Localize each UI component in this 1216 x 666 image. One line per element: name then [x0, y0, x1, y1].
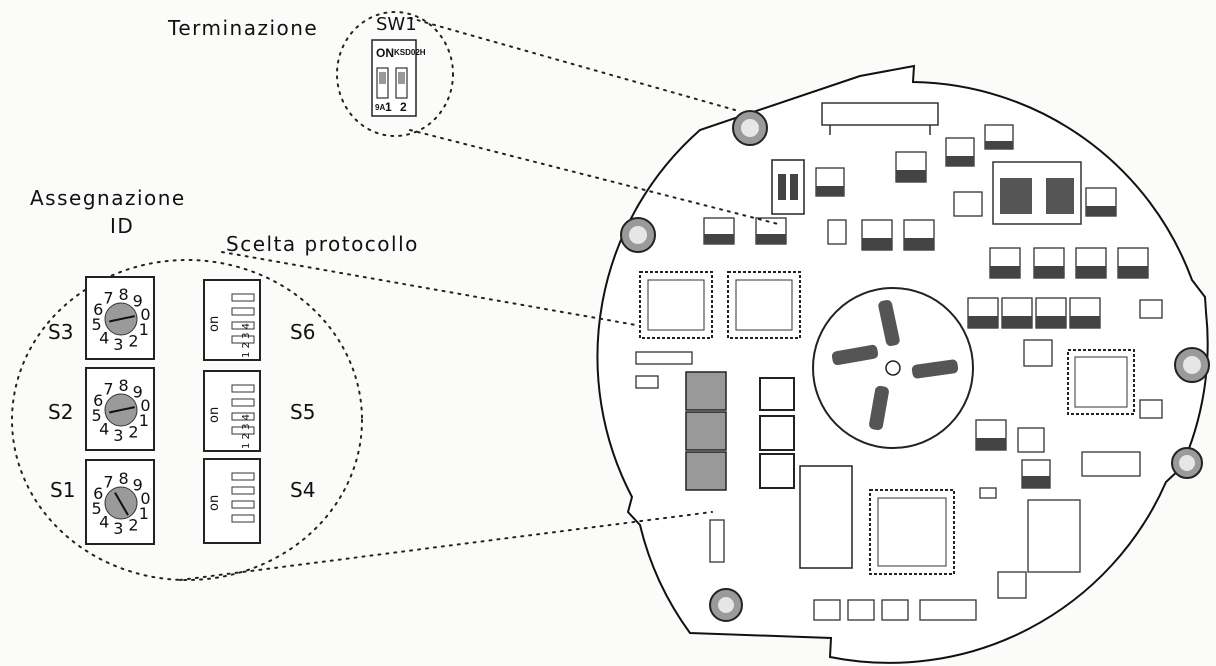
rotary-digit: 8	[119, 285, 129, 304]
rotary-digit: 6	[93, 484, 103, 503]
dip-lever-slot	[231, 335, 255, 344]
rotary-pointer	[109, 315, 135, 323]
rotary-digit: 9	[133, 475, 143, 494]
callout-lines	[11, 11, 783, 581]
qfp-chips	[639, 271, 1135, 575]
rotary-digit: 8	[119, 376, 129, 395]
rotary-digit: 1	[139, 320, 149, 339]
termination-label: Terminazione	[168, 16, 319, 40]
qfp-centers	[647, 279, 1128, 567]
rotary-pointer	[109, 406, 135, 414]
board-sw1	[771, 159, 805, 215]
rotary-name-s1: S1	[50, 478, 76, 502]
rotary-digit: 2	[128, 332, 138, 351]
rotary-digit: 5	[91, 315, 101, 334]
rotary-digit: 2	[128, 423, 138, 442]
top-connector	[821, 102, 939, 135]
id-assign-label-2: ID	[110, 214, 135, 238]
rotary-digit: 7	[103, 379, 113, 398]
rotary-digit: 6	[93, 391, 103, 410]
rotary-digit: 7	[103, 472, 113, 491]
mounting-hole-p7	[1171, 447, 1203, 479]
dip-on-text: on	[207, 495, 222, 511]
rotary-name-s3: S3	[48, 320, 74, 344]
rotary-digit: 3	[113, 335, 123, 354]
rotary-digit: 8	[119, 469, 129, 488]
transformer	[812, 287, 974, 449]
rotary-digit: 5	[91, 499, 101, 518]
capacitor-pads	[704, 141, 1148, 488]
rotary-digit: 9	[133, 291, 143, 310]
sw1-pos1-text: 1	[385, 100, 392, 114]
sw1-zoom	[371, 39, 417, 117]
ic-u1	[799, 465, 853, 569]
dip-on-text: on	[207, 316, 222, 332]
rotary-digit: 3	[113, 426, 123, 445]
protocol-name-s5: S5	[290, 400, 316, 424]
rotary-digit: 2	[128, 516, 138, 535]
dip-lever-slot	[231, 514, 255, 523]
rotary-digit: 4	[99, 513, 109, 532]
sw1-pos2-text: 2	[400, 100, 407, 114]
sw1-code-text: 9A	[375, 103, 386, 112]
dip-lever-slot	[231, 307, 255, 316]
dip-position-numbers: 1 2 3 4	[241, 323, 252, 358]
rotary-digit: 6	[93, 300, 103, 319]
rotary-digit: 1	[139, 504, 149, 523]
dip-on-text: on	[207, 407, 222, 423]
rotary-digit: 0	[140, 396, 150, 415]
protocol-name-s6: S6	[290, 320, 316, 344]
protocol-levers: on 1 2 3 4 on 1 2 3 4 on	[207, 293, 255, 523]
rotary-digit: 7	[103, 288, 113, 307]
dip-lever-slot	[231, 293, 255, 302]
dip-lever-slot	[231, 384, 255, 393]
sw1-on-text: ON	[376, 46, 394, 60]
protocol-name-s4: S4	[290, 478, 316, 502]
rotary-digit: 0	[140, 489, 150, 508]
rotary-name-s2: S2	[48, 400, 74, 424]
sw1-model-text: KSD02H	[394, 48, 426, 57]
dip-lever-slot	[231, 321, 255, 330]
mounting-hole-p6	[620, 217, 656, 253]
rotary-pointer	[114, 492, 129, 516]
dip-lever-slot	[231, 398, 255, 407]
board-dip-switches	[759, 377, 795, 489]
dip-position-numbers: 1 2 3 4	[241, 414, 252, 449]
rotary-digit: 0	[140, 305, 150, 324]
dip-lever-slot	[231, 472, 255, 481]
rotary-digit: 4	[99, 329, 109, 348]
rotary-digit: 1	[139, 411, 149, 430]
inductor-l1	[992, 161, 1082, 225]
rotary-digit: 9	[133, 382, 143, 401]
dip-lever-slot	[231, 486, 255, 495]
mounting-hole-p5	[709, 588, 743, 622]
misc-parts	[635, 191, 1163, 621]
rotary-digit: 5	[91, 406, 101, 425]
rotary-digit: 3	[113, 519, 123, 538]
dip-lever-slot	[231, 500, 255, 509]
rotary-digit: 4	[99, 420, 109, 439]
protocol-label: Scelta protocollo	[226, 232, 419, 256]
dip-lever-slot	[231, 412, 255, 421]
sw1-label: SW1	[376, 14, 417, 35]
mounting-hole-p8	[1174, 347, 1210, 383]
board-rotary-switches	[685, 371, 727, 491]
id-assign-label-1: Assegnazione	[30, 186, 186, 210]
mounting-hole-p4	[732, 110, 768, 146]
dip-lever-slot	[231, 426, 255, 435]
rotary-frames	[85, 276, 155, 545]
